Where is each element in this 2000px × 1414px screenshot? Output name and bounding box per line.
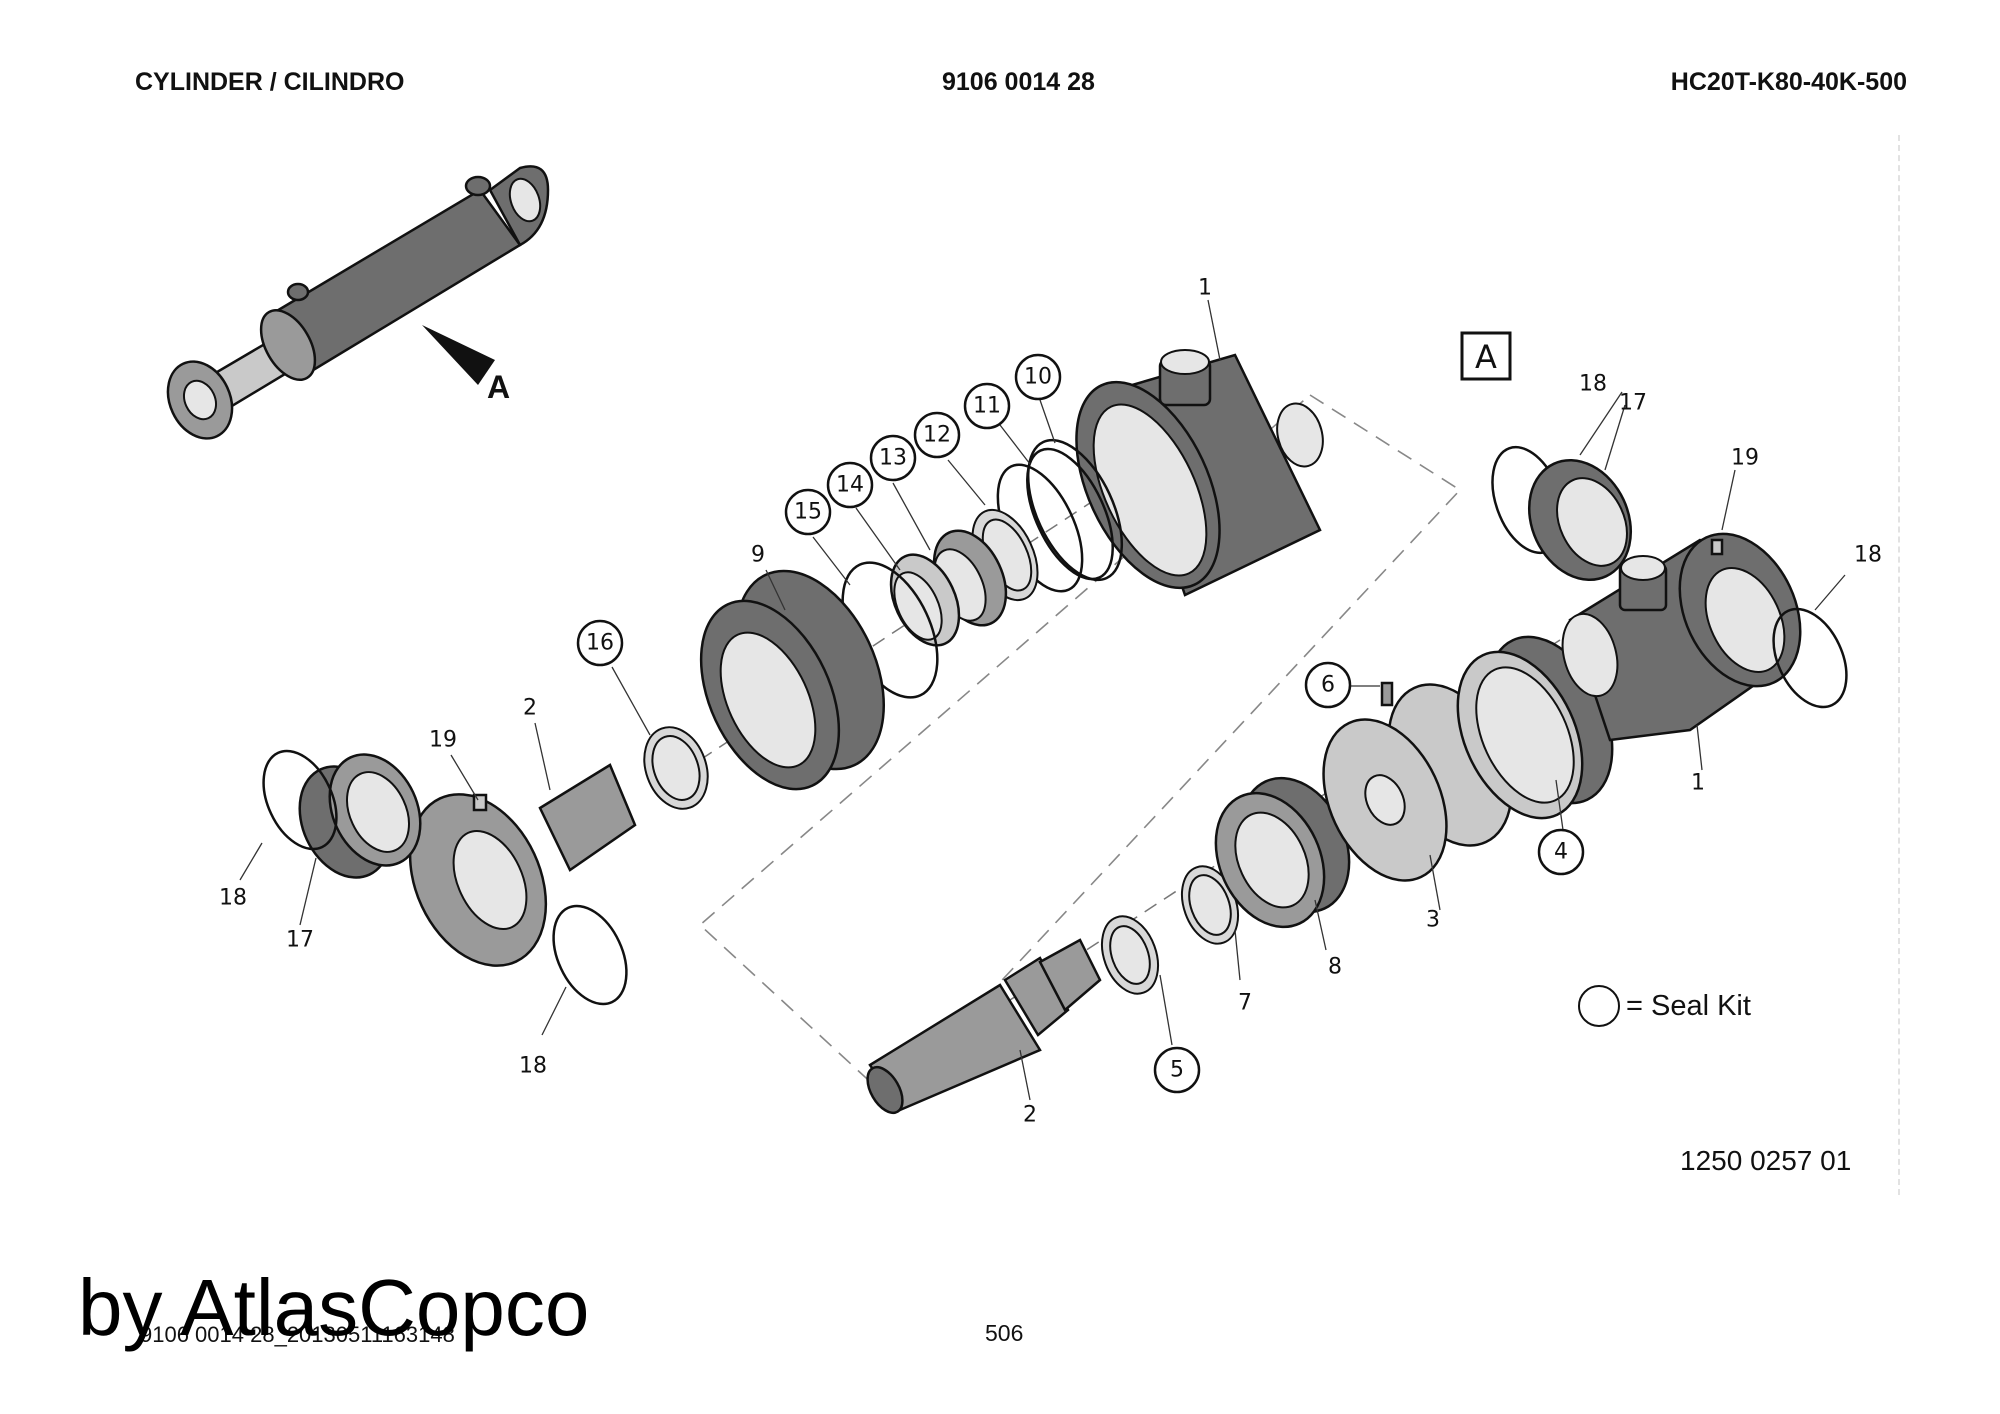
seal-kit-callout-4: 4 (1537, 828, 1585, 876)
seal-kit-callout-5: 5 (1153, 1046, 1201, 1094)
document-title: CYLINDER / CILINDRO (135, 68, 405, 96)
seal-kit-callout-16: 16 (576, 619, 624, 667)
svg-text:11: 11 (973, 394, 1001, 419)
view-marker-label: A (487, 369, 510, 405)
part-10-ring (1026, 438, 1124, 582)
detail-view-box (1460, 331, 1512, 381)
callout-18: 18 (219, 886, 247, 911)
seal-kit-legend: = Seal Kit (1578, 985, 1751, 1027)
seal-kit-callout-11: 11 (963, 382, 1011, 430)
part-9-gland-nut (699, 569, 886, 791)
callout-19: 19 (429, 728, 457, 753)
seal-kit-callout-12: 12 (913, 411, 961, 459)
seal-kit-callout-10: 10 (1014, 353, 1062, 401)
callout-1: 1 (1198, 276, 1212, 301)
callout-8: 8 (1328, 955, 1342, 980)
seal-kit-callout-6: 6 (1304, 661, 1352, 709)
part-18-circlip-lower (552, 904, 628, 1006)
part-6-grub-screw (1380, 681, 1394, 707)
svg-text:10: 10 (1024, 365, 1052, 390)
part-2-piston-rod (866, 938, 1102, 1115)
page-number: 506 (985, 1320, 1024, 1346)
svg-text:6: 6 (1321, 673, 1335, 698)
part-2-rod-eye (408, 763, 637, 967)
detail-view-label: A (1475, 338, 1497, 376)
svg-text:16: 16 (586, 631, 614, 656)
svg-text:4: 4 (1554, 840, 1568, 865)
page-edge-divider (1898, 135, 1900, 1195)
part-1-cylinder-head-eye (1561, 532, 1802, 742)
drawing-number: 1250 0257 01 (1680, 1145, 1852, 1176)
callout-1: 1 (1691, 771, 1705, 796)
leader-lines (239, 299, 1846, 1101)
view-a-arrow-icon (422, 325, 495, 385)
part-number: 9106 0014 28 (942, 68, 1095, 96)
svg-text:12: 12 (923, 423, 951, 448)
callout-9: 9 (751, 543, 765, 568)
callout-18: 18 (519, 1054, 547, 1079)
overview-cylinder: A (166, 165, 550, 440)
seal-kit-legend-text: = Seal Kit (1626, 989, 1751, 1022)
part-18-circlip-left (262, 749, 338, 851)
seal-kit-circle-icon (1578, 985, 1620, 1027)
callout-2: 2 (1023, 1103, 1037, 1128)
svg-text:5: 5 (1170, 1058, 1184, 1083)
seal-kit-callout-14: 14 (826, 461, 874, 509)
svg-text:14: 14 (836, 473, 864, 498)
callout-19: 19 (1731, 446, 1759, 471)
svg-text:13: 13 (879, 446, 907, 471)
callout-18: 18 (1854, 543, 1882, 568)
callout-17: 17 (1619, 391, 1647, 416)
callout-18: 18 (1579, 372, 1607, 397)
seal-kit-callout-13: 13 (869, 434, 917, 482)
part-18-circlip-right (1772, 607, 1848, 709)
svg-text:15: 15 (794, 500, 822, 525)
callout-7: 7 (1238, 991, 1252, 1016)
model-code: HC20T-K80-40K-500 (1670, 68, 1907, 96)
callout-3: 3 (1426, 908, 1440, 933)
assembly-group-outline (698, 394, 1462, 1102)
file-reference: 9106 0014 28_20130511163148 (140, 1322, 455, 1347)
seal-kit-callout-15: 15 (784, 488, 832, 536)
callout-17: 17 (286, 928, 314, 953)
watermark: by AtlasCopco (78, 1263, 590, 1352)
callout-2: 2 (523, 696, 537, 721)
